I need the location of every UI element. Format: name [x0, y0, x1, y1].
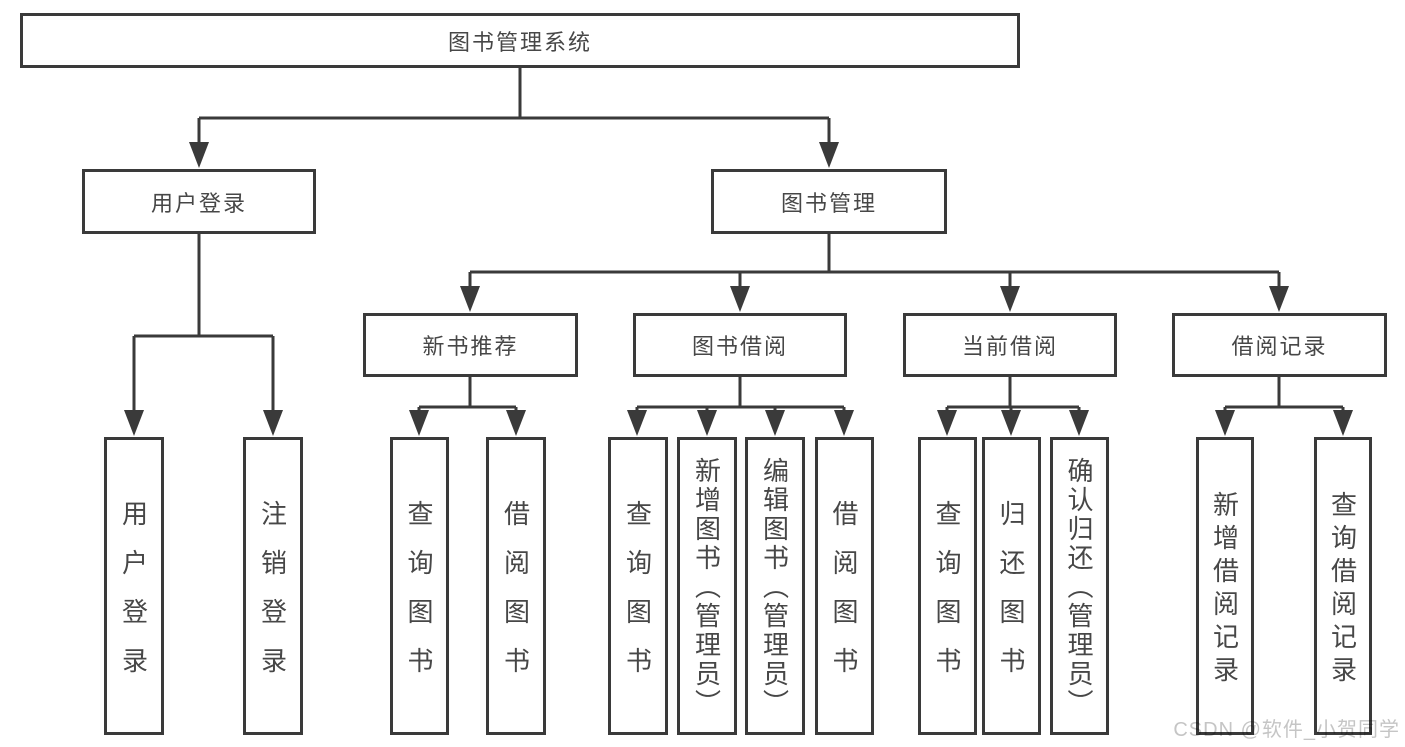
- leaf-add-borrow-record: 新增借阅记录: [1196, 437, 1254, 735]
- leaf-logout: 注销登录: [243, 437, 303, 735]
- leaf-query-borrow-record: 查询借阅记录: [1314, 437, 1372, 735]
- node-borrow-records: 借阅记录: [1172, 313, 1387, 377]
- arrowheads: [124, 142, 1353, 436]
- node-current-borrow: 当前借阅: [903, 313, 1117, 377]
- leaf-add-book-admin: 新增图书（管理员）: [677, 437, 737, 735]
- leaf-return-book: 归还图书: [982, 437, 1041, 735]
- node-book-management: 图书管理: [711, 169, 947, 234]
- leaf-borrow-books-recommend: 借阅图书: [486, 437, 546, 735]
- leaf-borrow-books-borrow: 借阅图书: [815, 437, 874, 735]
- node-new-book-recommend: 新书推荐: [363, 313, 578, 377]
- node-user-login: 用户登录: [82, 169, 316, 234]
- leaf-edit-book-admin: 编辑图书（管理员）: [745, 437, 805, 735]
- leaf-query-books-current: 查询图书: [918, 437, 977, 735]
- leaf-confirm-return-admin: 确认归还（管理员）: [1050, 437, 1109, 735]
- csdn-watermark: CSDN @软件_小贺同学: [1173, 719, 1400, 741]
- node-book-borrow: 图书借阅: [633, 313, 847, 377]
- node-root-system: 图书管理系统: [20, 13, 1020, 68]
- leaf-user-login: 用户登录: [104, 437, 164, 735]
- leaf-query-books-borrow: 查询图书: [608, 437, 668, 735]
- leaf-query-books-recommend: 查询图书: [390, 437, 449, 735]
